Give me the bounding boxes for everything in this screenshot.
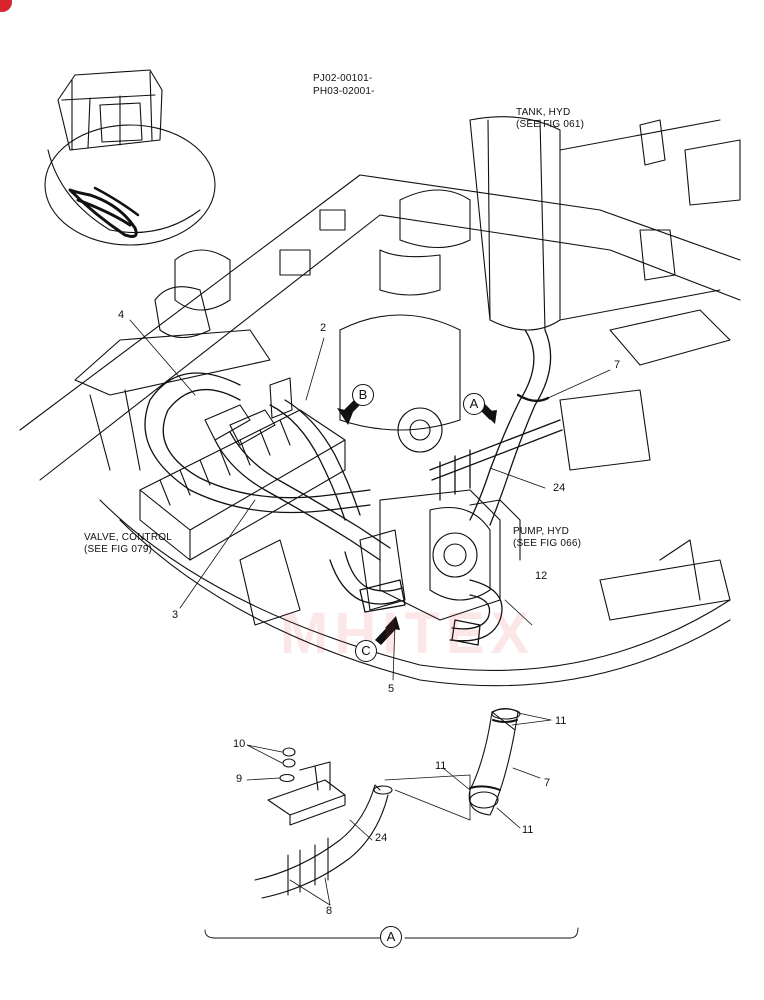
upper-frame xyxy=(19,116,741,687)
callout-10: 10 xyxy=(233,738,246,750)
callout-7-main: 7 xyxy=(614,359,621,371)
view-a-marker: A xyxy=(463,393,485,415)
watermark: MHITEX xyxy=(280,601,536,666)
suction-hose-24 xyxy=(469,329,552,526)
hose-2 xyxy=(269,399,361,521)
callout-7-detail: 7 xyxy=(544,777,551,789)
callout-9: 9 xyxy=(236,773,243,785)
tank-label-line2: (SEE FIG 061) xyxy=(516,119,585,130)
detail-a-marker: A xyxy=(380,926,402,948)
corner-mark xyxy=(0,0,12,12)
callout-11-top: 11 xyxy=(555,715,567,727)
callout-2: 2 xyxy=(320,322,327,334)
view-b-marker: B xyxy=(352,384,374,406)
pipe-24-main xyxy=(429,419,563,501)
pump-label-line1: PUMP, HYD xyxy=(513,526,570,537)
valve-label-line2: (SEE FIG 079) xyxy=(84,544,153,555)
callout-4: 4 xyxy=(118,309,125,321)
pump-label-line2: (SEE FIG 066) xyxy=(513,538,582,549)
callout-3: 3 xyxy=(172,609,179,621)
hose-12 xyxy=(449,579,503,646)
callout-8: 8 xyxy=(326,905,333,917)
callout-5: 5 xyxy=(388,683,395,695)
callout-11-bottom: 11 xyxy=(522,824,534,836)
detail-a xyxy=(204,707,579,939)
callout-11-left: 11 xyxy=(435,760,447,772)
hose-5 xyxy=(329,551,406,613)
machine-thumbnail xyxy=(44,69,216,246)
leader-lines-main xyxy=(129,319,611,681)
view-c-marker: C xyxy=(355,640,377,662)
callout-24-detail: 24 xyxy=(375,832,388,844)
part-code-line1: PJ02-00101- xyxy=(313,73,373,84)
callout-12: 12 xyxy=(535,570,548,582)
part-code-line2: PH03-02001- xyxy=(313,86,375,97)
callout-24-main: 24 xyxy=(553,482,566,494)
tank-label-line1: TANK, HYD xyxy=(516,107,571,118)
hose-3 xyxy=(214,431,391,561)
valve-label-line1: VALVE, CONTROL xyxy=(84,532,173,543)
hose-4 xyxy=(144,372,371,514)
